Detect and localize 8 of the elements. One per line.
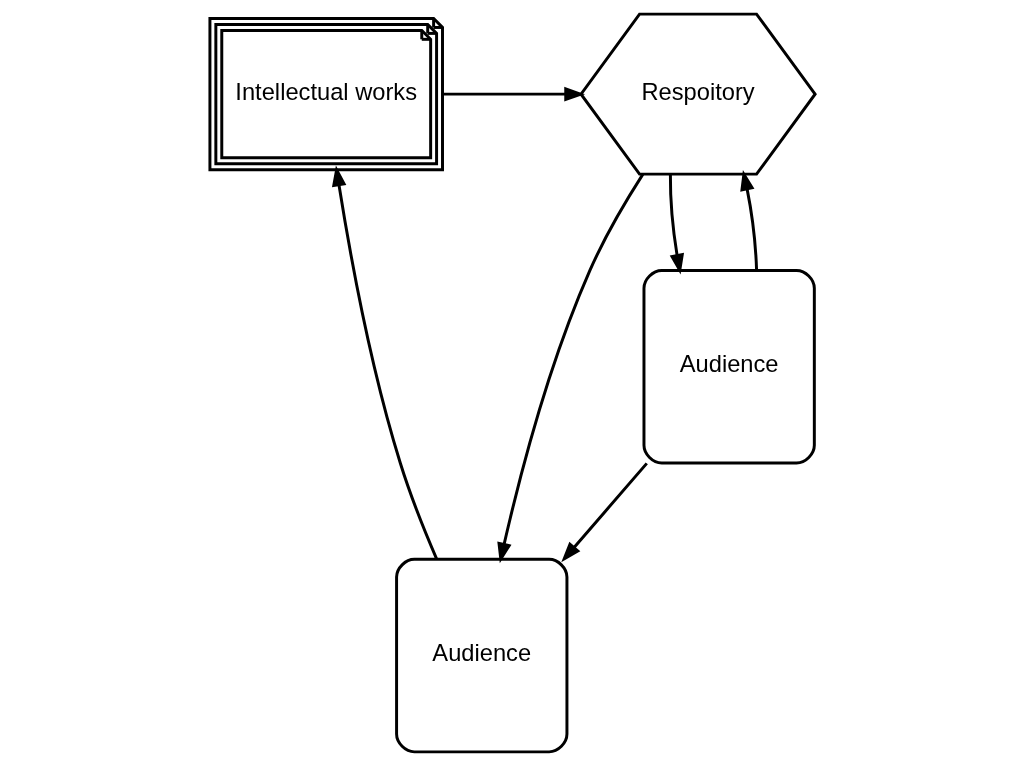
node-box: Audience [642,268,816,465]
arrow [496,173,644,564]
arrow [668,174,684,275]
arrow [739,169,758,271]
arrow [442,86,585,102]
node-box: Audience [394,557,568,754]
arrow [331,165,438,560]
arrow [560,462,648,563]
